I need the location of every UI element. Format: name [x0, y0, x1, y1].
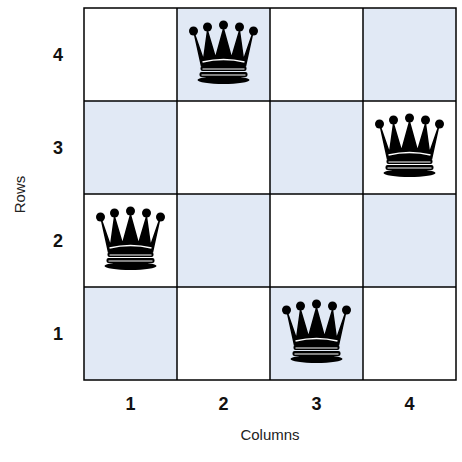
column-number: 2: [218, 395, 228, 413]
column-number: 4: [404, 395, 414, 413]
column-number: 1: [125, 395, 135, 413]
column-number: 3: [311, 395, 321, 413]
row-number: 3: [53, 139, 63, 157]
queen-piece: [375, 114, 444, 178]
board-cells: [84, 8, 456, 380]
row-number: 4: [53, 46, 63, 64]
queen-piece: [96, 207, 165, 271]
row-number: 2: [53, 232, 63, 250]
queen-piece: [282, 300, 351, 364]
row-number: 1: [53, 325, 63, 343]
queen-piece: [189, 21, 258, 85]
board-grid: [84, 8, 456, 380]
axis-title: Columns: [240, 427, 299, 442]
axis-title: Rows: [12, 175, 27, 213]
